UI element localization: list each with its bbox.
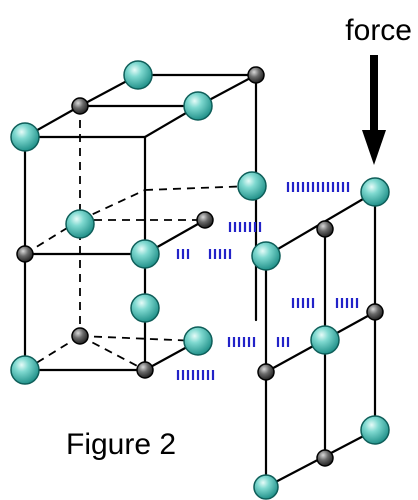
hidden-edges — [24, 106, 253, 371]
small-atom — [71, 327, 89, 345]
large-atom — [183, 91, 213, 121]
large-atom — [123, 60, 153, 90]
bond-mark-middle-a — [176, 249, 190, 259]
bond-mark-upper — [228, 222, 262, 232]
small-atom — [71, 97, 89, 115]
large-atom — [183, 326, 213, 356]
small-atom — [136, 361, 154, 379]
small-atom — [316, 220, 334, 238]
large-atom — [65, 209, 95, 239]
large-atom — [237, 171, 267, 201]
bond-mark-sheet-a — [291, 298, 315, 308]
small-atom — [247, 66, 265, 84]
bond-mark-bottom — [176, 370, 215, 380]
figure-caption: Figure 2 — [66, 428, 176, 461]
large-atom — [130, 293, 160, 323]
bond-mark-top — [286, 182, 350, 192]
large-atoms — [10, 60, 390, 500]
large-atom — [251, 241, 281, 271]
bond-mark-lower-a — [227, 337, 256, 347]
large-atom — [10, 122, 40, 152]
large-atom — [360, 177, 390, 207]
large-atom — [130, 239, 160, 269]
large-atom — [10, 355, 40, 385]
large-atom — [360, 415, 390, 445]
bond-mark-middle-b — [208, 249, 232, 259]
bond-mark-sheet-b — [335, 298, 359, 308]
small-atoms — [16, 66, 384, 467]
small-atom — [16, 245, 34, 263]
force-label: force — [345, 14, 412, 47]
large-atom — [310, 325, 340, 355]
large-atom — [253, 474, 279, 500]
solid-edges — [23, 73, 258, 372]
small-atom — [366, 303, 384, 321]
bond-mark-lower-b — [276, 337, 290, 347]
force-arrow — [362, 55, 386, 165]
small-atom — [316, 449, 334, 467]
small-atom — [257, 363, 275, 381]
small-atom — [196, 211, 214, 229]
bond-marks — [176, 182, 359, 380]
